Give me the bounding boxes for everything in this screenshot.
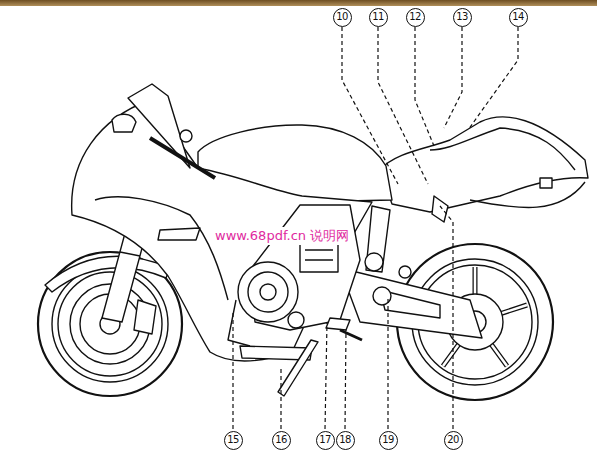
callout-number: 16: [272, 431, 291, 450]
callout-text: 20: [447, 435, 459, 445]
callout-text: 18: [339, 435, 351, 445]
callout-text: 13: [456, 12, 468, 22]
callout-number: 13: [453, 8, 472, 27]
callout-number: 10: [333, 8, 352, 27]
callout-number: 20: [444, 431, 463, 450]
callout-number: 11: [369, 8, 388, 27]
callout-text: 11: [372, 12, 384, 22]
callout-text: 15: [227, 435, 239, 445]
callout-text: 10: [336, 12, 348, 22]
callout-number: 17: [316, 431, 335, 450]
callout-text: 19: [382, 435, 394, 445]
callout-text: 14: [512, 12, 524, 22]
callout-number: 15: [224, 431, 243, 450]
callout-number: 18: [336, 431, 355, 450]
callout-text: 17: [319, 435, 331, 445]
callout-number: 12: [406, 8, 425, 27]
callout-text: 16: [275, 435, 287, 445]
callout-number: 19: [379, 431, 398, 450]
header-bar: [0, 0, 597, 6]
callout-text: 12: [409, 12, 421, 22]
callout-number: 14: [509, 8, 528, 27]
watermark: www.68pdf.cn 说明网: [213, 227, 351, 245]
